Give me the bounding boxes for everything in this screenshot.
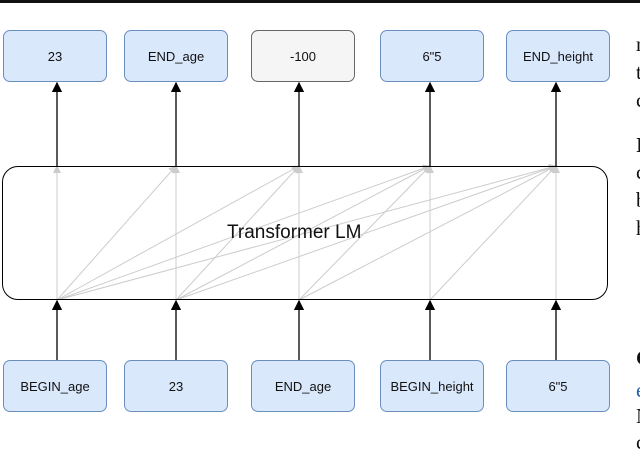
- output-token-4: 6"5: [380, 30, 484, 82]
- input-token-label: END_age: [274, 378, 332, 394]
- output-token-1: 23: [3, 30, 107, 82]
- input-token-label: BEGIN_age: [20, 378, 90, 394]
- output-token-label: -100: [289, 48, 317, 64]
- transformer-lm-box: [2, 166, 608, 300]
- side-text-line: N: [636, 404, 640, 429]
- input-token-label: BEGIN_height: [390, 378, 474, 394]
- side-text-line: c: [636, 430, 640, 455]
- output-token-3-masked: -100: [251, 30, 355, 82]
- input-token-1: BEGIN_age: [3, 360, 107, 412]
- side-text-line: C: [636, 346, 640, 371]
- output-token-2: END_age: [124, 30, 228, 82]
- side-text-link[interactable]: e: [636, 378, 640, 403]
- side-text-line: c: [636, 88, 640, 113]
- side-text-line: c: [636, 160, 640, 185]
- side-text-line: t: [636, 60, 640, 84]
- output-token-label: END_age: [147, 48, 205, 64]
- attention-line: [175, 165, 431, 301]
- output-token-label: END_height: [522, 48, 594, 64]
- side-text-line: r: [636, 32, 640, 56]
- attention-line: [56, 163, 557, 301]
- attention-line: [175, 165, 300, 301]
- attention-line: [298, 165, 557, 301]
- top-rule: [0, 0, 640, 3]
- output-token-label: 6"5: [422, 48, 442, 64]
- side-text-line: h: [636, 216, 640, 241]
- attention-line: [56, 165, 300, 301]
- input-token-label: 23: [168, 378, 184, 394]
- input-token-5: 6"5: [506, 360, 610, 412]
- attention-line: [429, 165, 557, 301]
- side-text-line: I: [636, 133, 640, 158]
- output-token-5: END_height: [506, 30, 610, 82]
- attention-line: [298, 165, 431, 301]
- input-token-2: 23: [124, 360, 228, 412]
- attention-line: [56, 165, 177, 301]
- input-token-label: 6"5: [548, 378, 568, 394]
- attention-line: [56, 164, 431, 301]
- input-token-3: END_age: [251, 360, 355, 412]
- input-token-4: BEGIN_height: [380, 360, 484, 412]
- attention-line: [175, 164, 557, 301]
- output-token-label: 23: [47, 48, 63, 64]
- side-text-line: b: [636, 188, 640, 213]
- transformer-lm-label: Transformer LM: [227, 222, 362, 243]
